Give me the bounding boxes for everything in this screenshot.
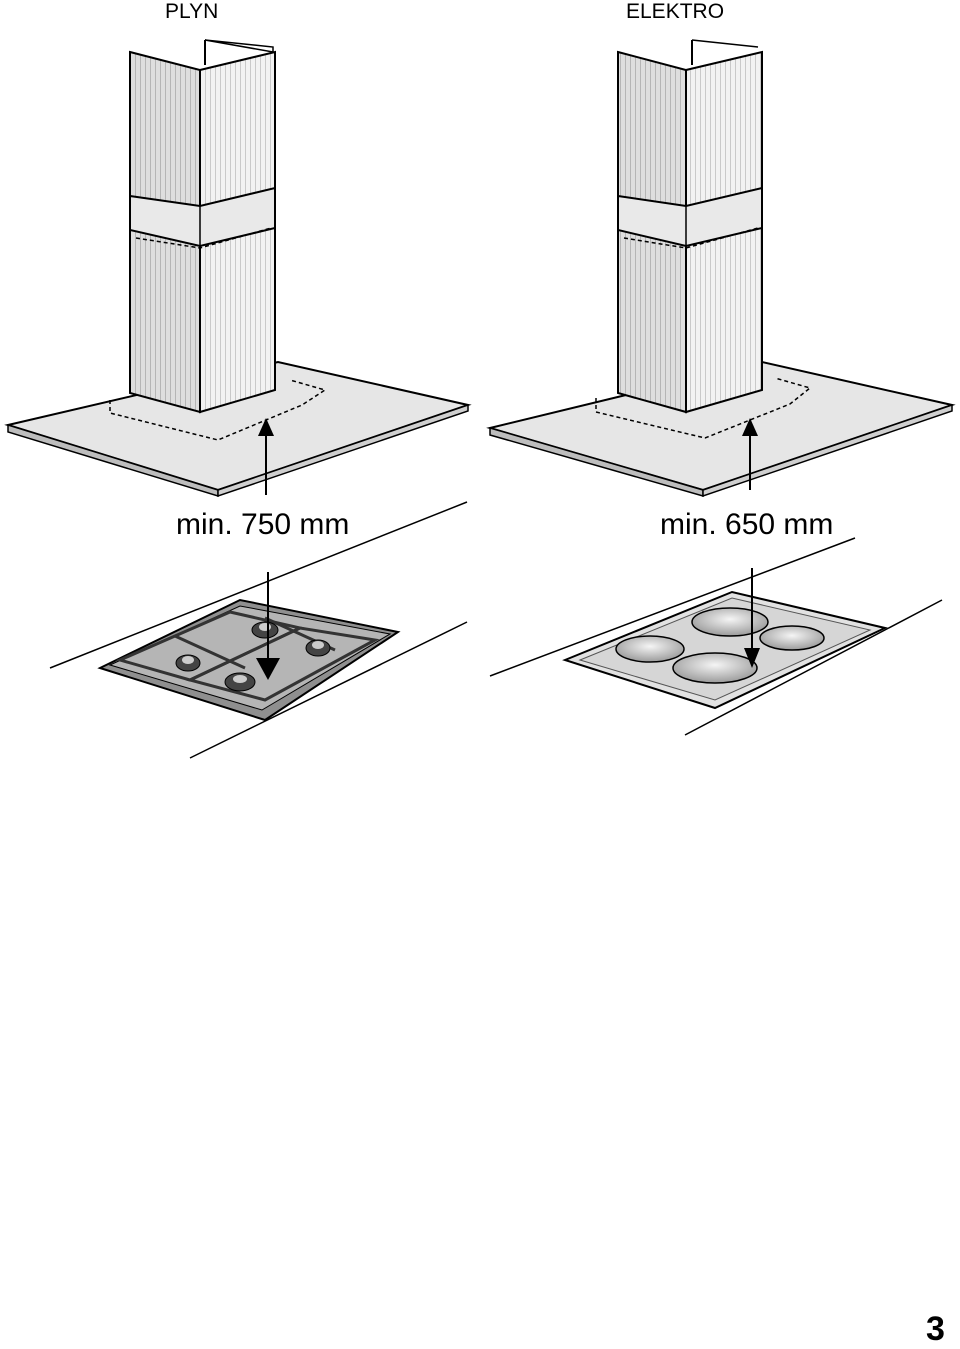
hood-right bbox=[486, 39, 956, 498]
min-distance-gas: min. 750 mm bbox=[176, 508, 350, 541]
installation-figure bbox=[4, 39, 956, 759]
page-number: 3 bbox=[926, 1310, 945, 1348]
min-distance-electric: min. 650 mm bbox=[660, 508, 834, 541]
ceramic-hob bbox=[562, 590, 889, 710]
hood-left bbox=[4, 39, 472, 498]
header-electric: ELEKTRO bbox=[626, 0, 725, 23]
header-gas: PLYN bbox=[165, 0, 219, 23]
gas-hob bbox=[97, 598, 401, 722]
